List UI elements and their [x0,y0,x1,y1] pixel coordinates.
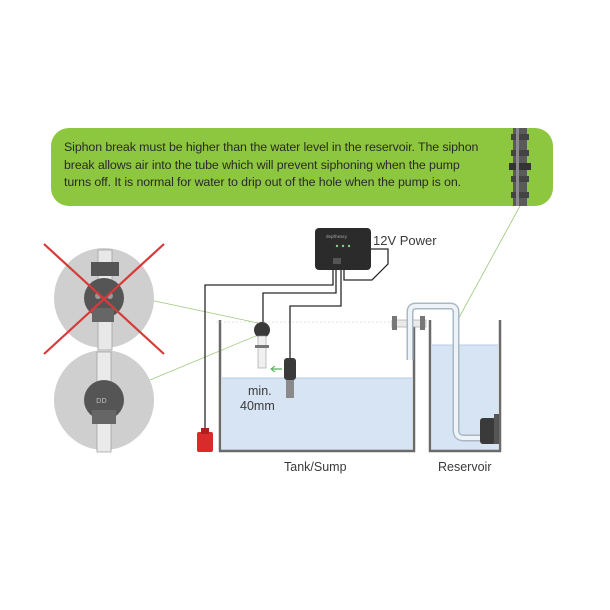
water-level-sensor [270,358,296,398]
svg-text:DD: DD [96,397,107,405]
note-banner [51,128,553,206]
wires [204,248,389,432]
callout-lines [149,205,521,381]
controller-box: deptheasy [315,228,371,270]
tank-water [222,378,412,450]
reservoir-label: Reservoir [438,460,492,474]
siphon-break-fitting [254,322,270,369]
tank-label: Tank/Sump [284,460,347,474]
min-depth-label-line2: 40mm [240,399,275,413]
siphon-tube [406,302,482,442]
siphon-break-note: Siphon break must be higher than the wat… [64,140,479,189]
correct-setup-detail: DD [54,350,154,453]
min-depth-label-line1: min. [248,384,272,398]
tank-outline [218,320,416,453]
power-label: 12V Power [373,233,437,248]
float-switch [197,428,213,452]
reservoir-pump [480,414,499,444]
reservoir-outline [428,320,502,453]
svg-text:deptheasy: deptheasy [326,234,348,239]
barbed-tube-connector-icon [509,128,531,206]
red-x-icon [43,243,165,355]
min-depth-label: min. 40mm [240,384,275,414]
